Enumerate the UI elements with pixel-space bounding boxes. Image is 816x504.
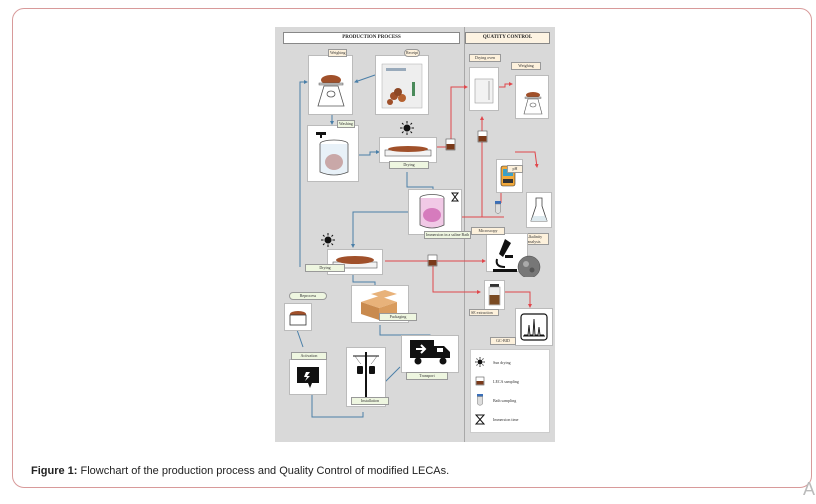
- sun-icon: [475, 357, 485, 367]
- test-tube-icon: [477, 394, 483, 406]
- chromatogram-icon: [520, 313, 548, 341]
- washing-label: Washing: [337, 120, 355, 128]
- sun-icon: [321, 233, 335, 247]
- microscopy-step: [486, 233, 541, 277]
- transport-step: [401, 335, 459, 373]
- legend: Sun drying LECA sampling Bath sampling I…: [470, 349, 550, 433]
- caption-label: Figure 1:: [31, 465, 78, 477]
- drying-oven-label: Drying oven: [469, 54, 501, 62]
- caption-text: Flowchart of the production process and …: [77, 465, 450, 477]
- legend-item: Bath sampling: [475, 394, 516, 406]
- packaging-label: Packaging: [379, 313, 417, 321]
- hourglass-icon: [475, 414, 485, 424]
- boxes-icon: [361, 290, 397, 320]
- drying-oven-step: [469, 67, 499, 111]
- legend-label: LECA sampling: [493, 378, 519, 384]
- production-process-header: PRODUCTION PROCESS: [283, 32, 460, 44]
- immersion-step: [408, 189, 462, 235]
- beaker-icon: [477, 130, 488, 143]
- legend-item: Immersion time: [475, 413, 518, 425]
- drying-tray-icon: [384, 146, 432, 157]
- scale-icon: [523, 92, 543, 115]
- microscopy-label: Microscopy: [471, 227, 505, 235]
- vial-icon: [488, 284, 501, 306]
- utility-pole-icon: [353, 352, 379, 402]
- truck-icon: [410, 340, 450, 365]
- drying-label-2: Drying: [305, 264, 345, 272]
- flowchart-figure: PRODUCTION PROCESS QUATITY CONTROL: [275, 27, 555, 442]
- saline-bath-icon: [419, 194, 445, 229]
- scale-icon: [317, 75, 345, 107]
- legend-label: Sun drying: [493, 359, 511, 365]
- drying-step-1: [379, 137, 437, 163]
- receipt-label: Receipt: [404, 49, 421, 57]
- oven-icon: [474, 78, 494, 104]
- weighing-step: [308, 55, 353, 115]
- test-tube-icon: [495, 201, 501, 214]
- installation-label: Installation: [351, 397, 389, 405]
- qc-weighing-step: [515, 75, 549, 119]
- gc-bid-step: [515, 308, 553, 346]
- sun-icon: [400, 121, 414, 135]
- alkalinity-step: [526, 192, 552, 228]
- activation-step: [289, 359, 327, 395]
- gc-bid-label: GC-BID: [490, 337, 516, 345]
- legend-item: LECA sampling: [475, 375, 519, 387]
- qc-weighing-label: Weighing: [511, 62, 541, 70]
- ph-label: pH: [507, 165, 523, 173]
- receipt-step: [375, 55, 429, 115]
- weighing-label: Weighing: [328, 49, 348, 57]
- drying-label-1: Drying: [389, 161, 429, 169]
- activation-label: Activation: [291, 352, 327, 360]
- transport-label: Transport: [406, 372, 448, 380]
- legend-label: Bath sampling: [493, 397, 517, 403]
- legend-item: Sun drying: [475, 356, 511, 368]
- leca-bag-icon: [381, 63, 423, 109]
- reprocess-bin-icon: [289, 311, 307, 326]
- se-extraction-label: SE extraction: [469, 309, 499, 316]
- flask-icon: [530, 197, 548, 222]
- hourglass-icon: [451, 192, 459, 202]
- figure-frame: [12, 8, 812, 488]
- corner-mark: A: [803, 479, 816, 499]
- beaker-icon: [445, 138, 456, 151]
- immersion-label: Immersion in a saline Bath: [424, 231, 472, 239]
- washing-tank-icon: [316, 132, 349, 176]
- reprocess-step: [284, 303, 312, 331]
- beaker-icon: [427, 254, 438, 267]
- microscope-icon: [493, 239, 541, 277]
- se-extraction-step: [484, 280, 505, 310]
- reprocess-label: Reprocess: [289, 292, 327, 300]
- legend-label: Immersion time: [493, 416, 519, 422]
- washing-step: [307, 125, 359, 182]
- activation-icon: [297, 367, 319, 388]
- beaker-icon: [475, 376, 485, 386]
- quality-control-header: QUATITY CONTROL: [465, 32, 550, 44]
- figure-caption: Figure 1: Flowchart of the production pr…: [31, 465, 449, 477]
